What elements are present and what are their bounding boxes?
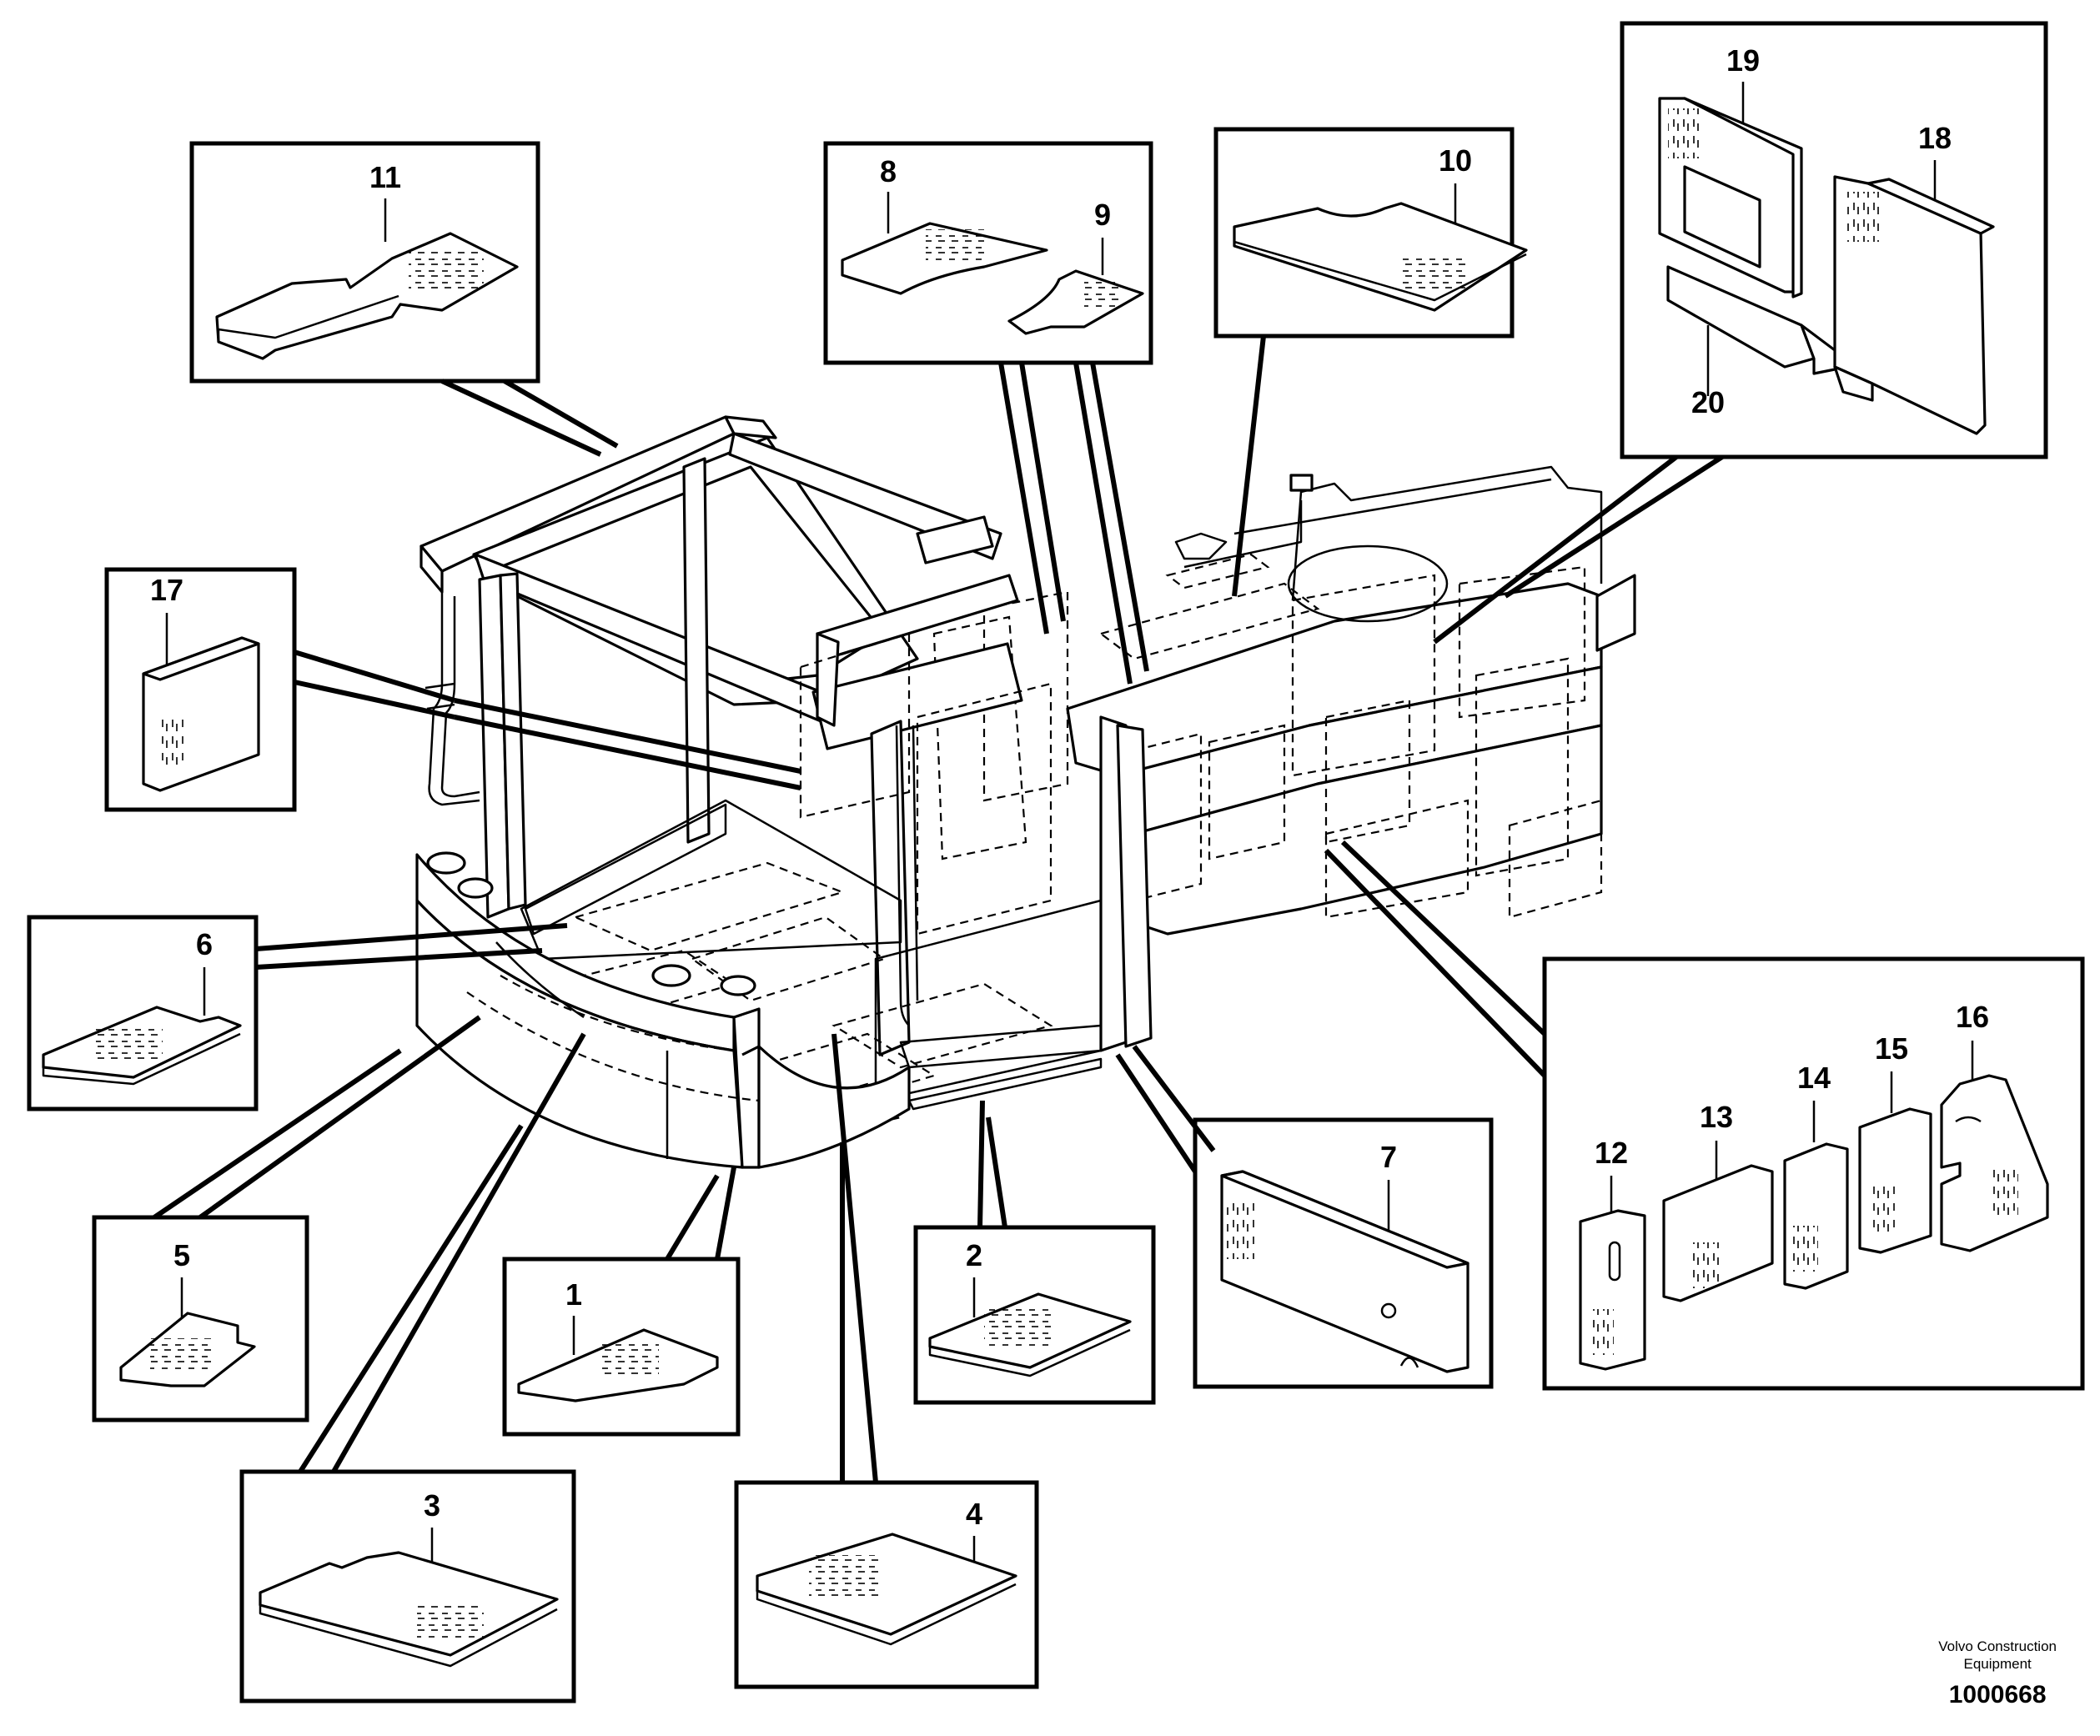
callout-14-number: 14 (1797, 1061, 1831, 1095)
callout-6: 6 (27, 915, 259, 1111)
callout-12-number: 12 (1595, 1136, 1628, 1170)
callout-2-number: 2 (966, 1238, 982, 1272)
callout-8-9: 8 9 (823, 141, 1153, 365)
callout-10-number: 10 (1439, 143, 1472, 178)
callout-18-number: 18 (1918, 121, 1952, 155)
callout-19-number: 19 (1726, 43, 1760, 78)
leader-lines (153, 335, 1724, 1483)
cab-frame-assembly (415, 415, 1636, 1169)
callout-4-number: 4 (966, 1497, 982, 1531)
drawing-number: 1000668 (1948, 1681, 2047, 1708)
callout-10: 10 (1213, 127, 1528, 339)
rear-body-dashed-panels (932, 553, 1603, 919)
drawing-caption: Volvo Construction Equipment 1000668 (1938, 1638, 2057, 1709)
company-name-line1: Volvo Construction (1938, 1638, 2057, 1654)
callout-7: 7 (1193, 1117, 1494, 1389)
rear-body (1066, 465, 1636, 936)
callout-1: 1 (502, 1257, 741, 1437)
callout-17-number: 17 (150, 573, 183, 607)
callout-11: 11 (189, 141, 540, 384)
callout-16-number: 16 (1956, 1000, 1989, 1034)
callout-8-number: 8 (880, 154, 897, 188)
callout-18-19-20: 19 18 20 (1620, 21, 2048, 459)
callout-5-number: 5 (173, 1238, 190, 1272)
callout-7-number: 7 (1380, 1140, 1397, 1174)
callout-2: 2 (913, 1225, 1156, 1405)
callout-9-number: 9 (1094, 198, 1111, 232)
callout-3: 3 (239, 1469, 576, 1703)
callout-6-number: 6 (196, 927, 213, 961)
callout-15-number: 15 (1875, 1031, 1908, 1066)
callout-12-16: 12 13 14 15 16 (1542, 956, 2085, 1391)
callout-11-number: 11 (369, 160, 401, 194)
callout-17: 17 (104, 567, 297, 812)
callout-5: 5 (92, 1215, 309, 1422)
callout-13-number: 13 (1700, 1100, 1733, 1134)
callout-4: 4 (734, 1480, 1039, 1689)
company-name-line2: Equipment (1963, 1656, 2032, 1672)
callout-3-number: 3 (424, 1488, 440, 1523)
cab-pillars (425, 457, 1153, 1056)
front-bumper (415, 851, 911, 1169)
cab-interior (520, 632, 1103, 1144)
callout-1-number: 1 (565, 1277, 582, 1312)
